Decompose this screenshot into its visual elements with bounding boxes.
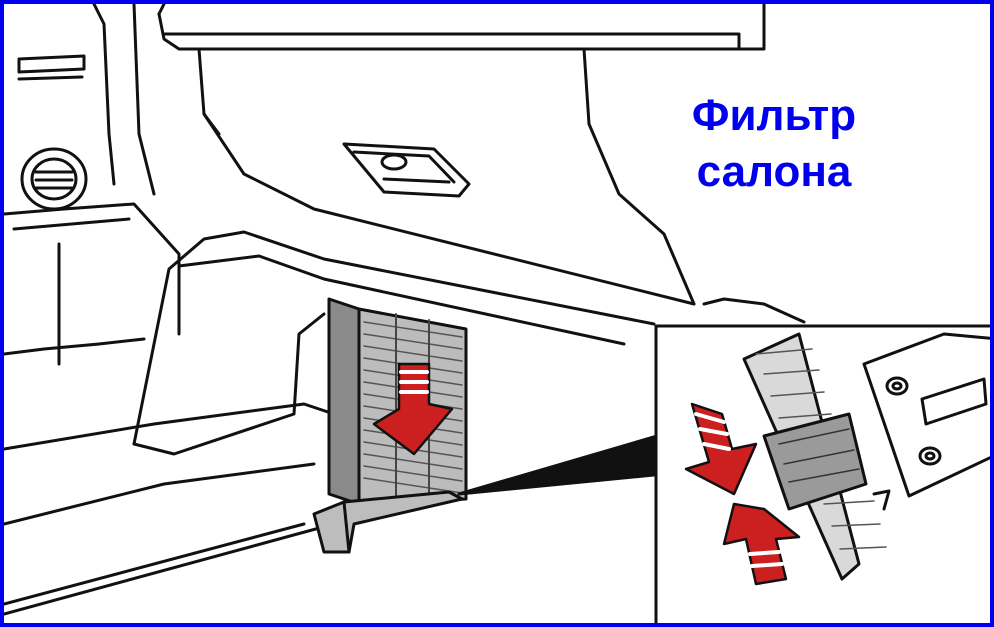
- air-vent: [20, 147, 88, 211]
- cabin-filter: [327, 297, 468, 506]
- caption-line-2: салона: [696, 147, 852, 196]
- caption-line-1: Фильтр: [691, 91, 857, 140]
- cabin-filter-illustration: [4, 4, 990, 623]
- leader-pointer: [457, 432, 666, 496]
- squeeze-arrows-icon: [684, 402, 801, 586]
- trim-panel: [132, 230, 806, 456]
- dashboard-panel: [4, 4, 336, 616]
- arrow-down-icon: [372, 362, 454, 456]
- glove-box-handle: [342, 142, 471, 198]
- caption-title: Фильтр салона: [644, 88, 904, 200]
- filter-cover: [312, 490, 464, 554]
- glove-box: [157, 4, 766, 306]
